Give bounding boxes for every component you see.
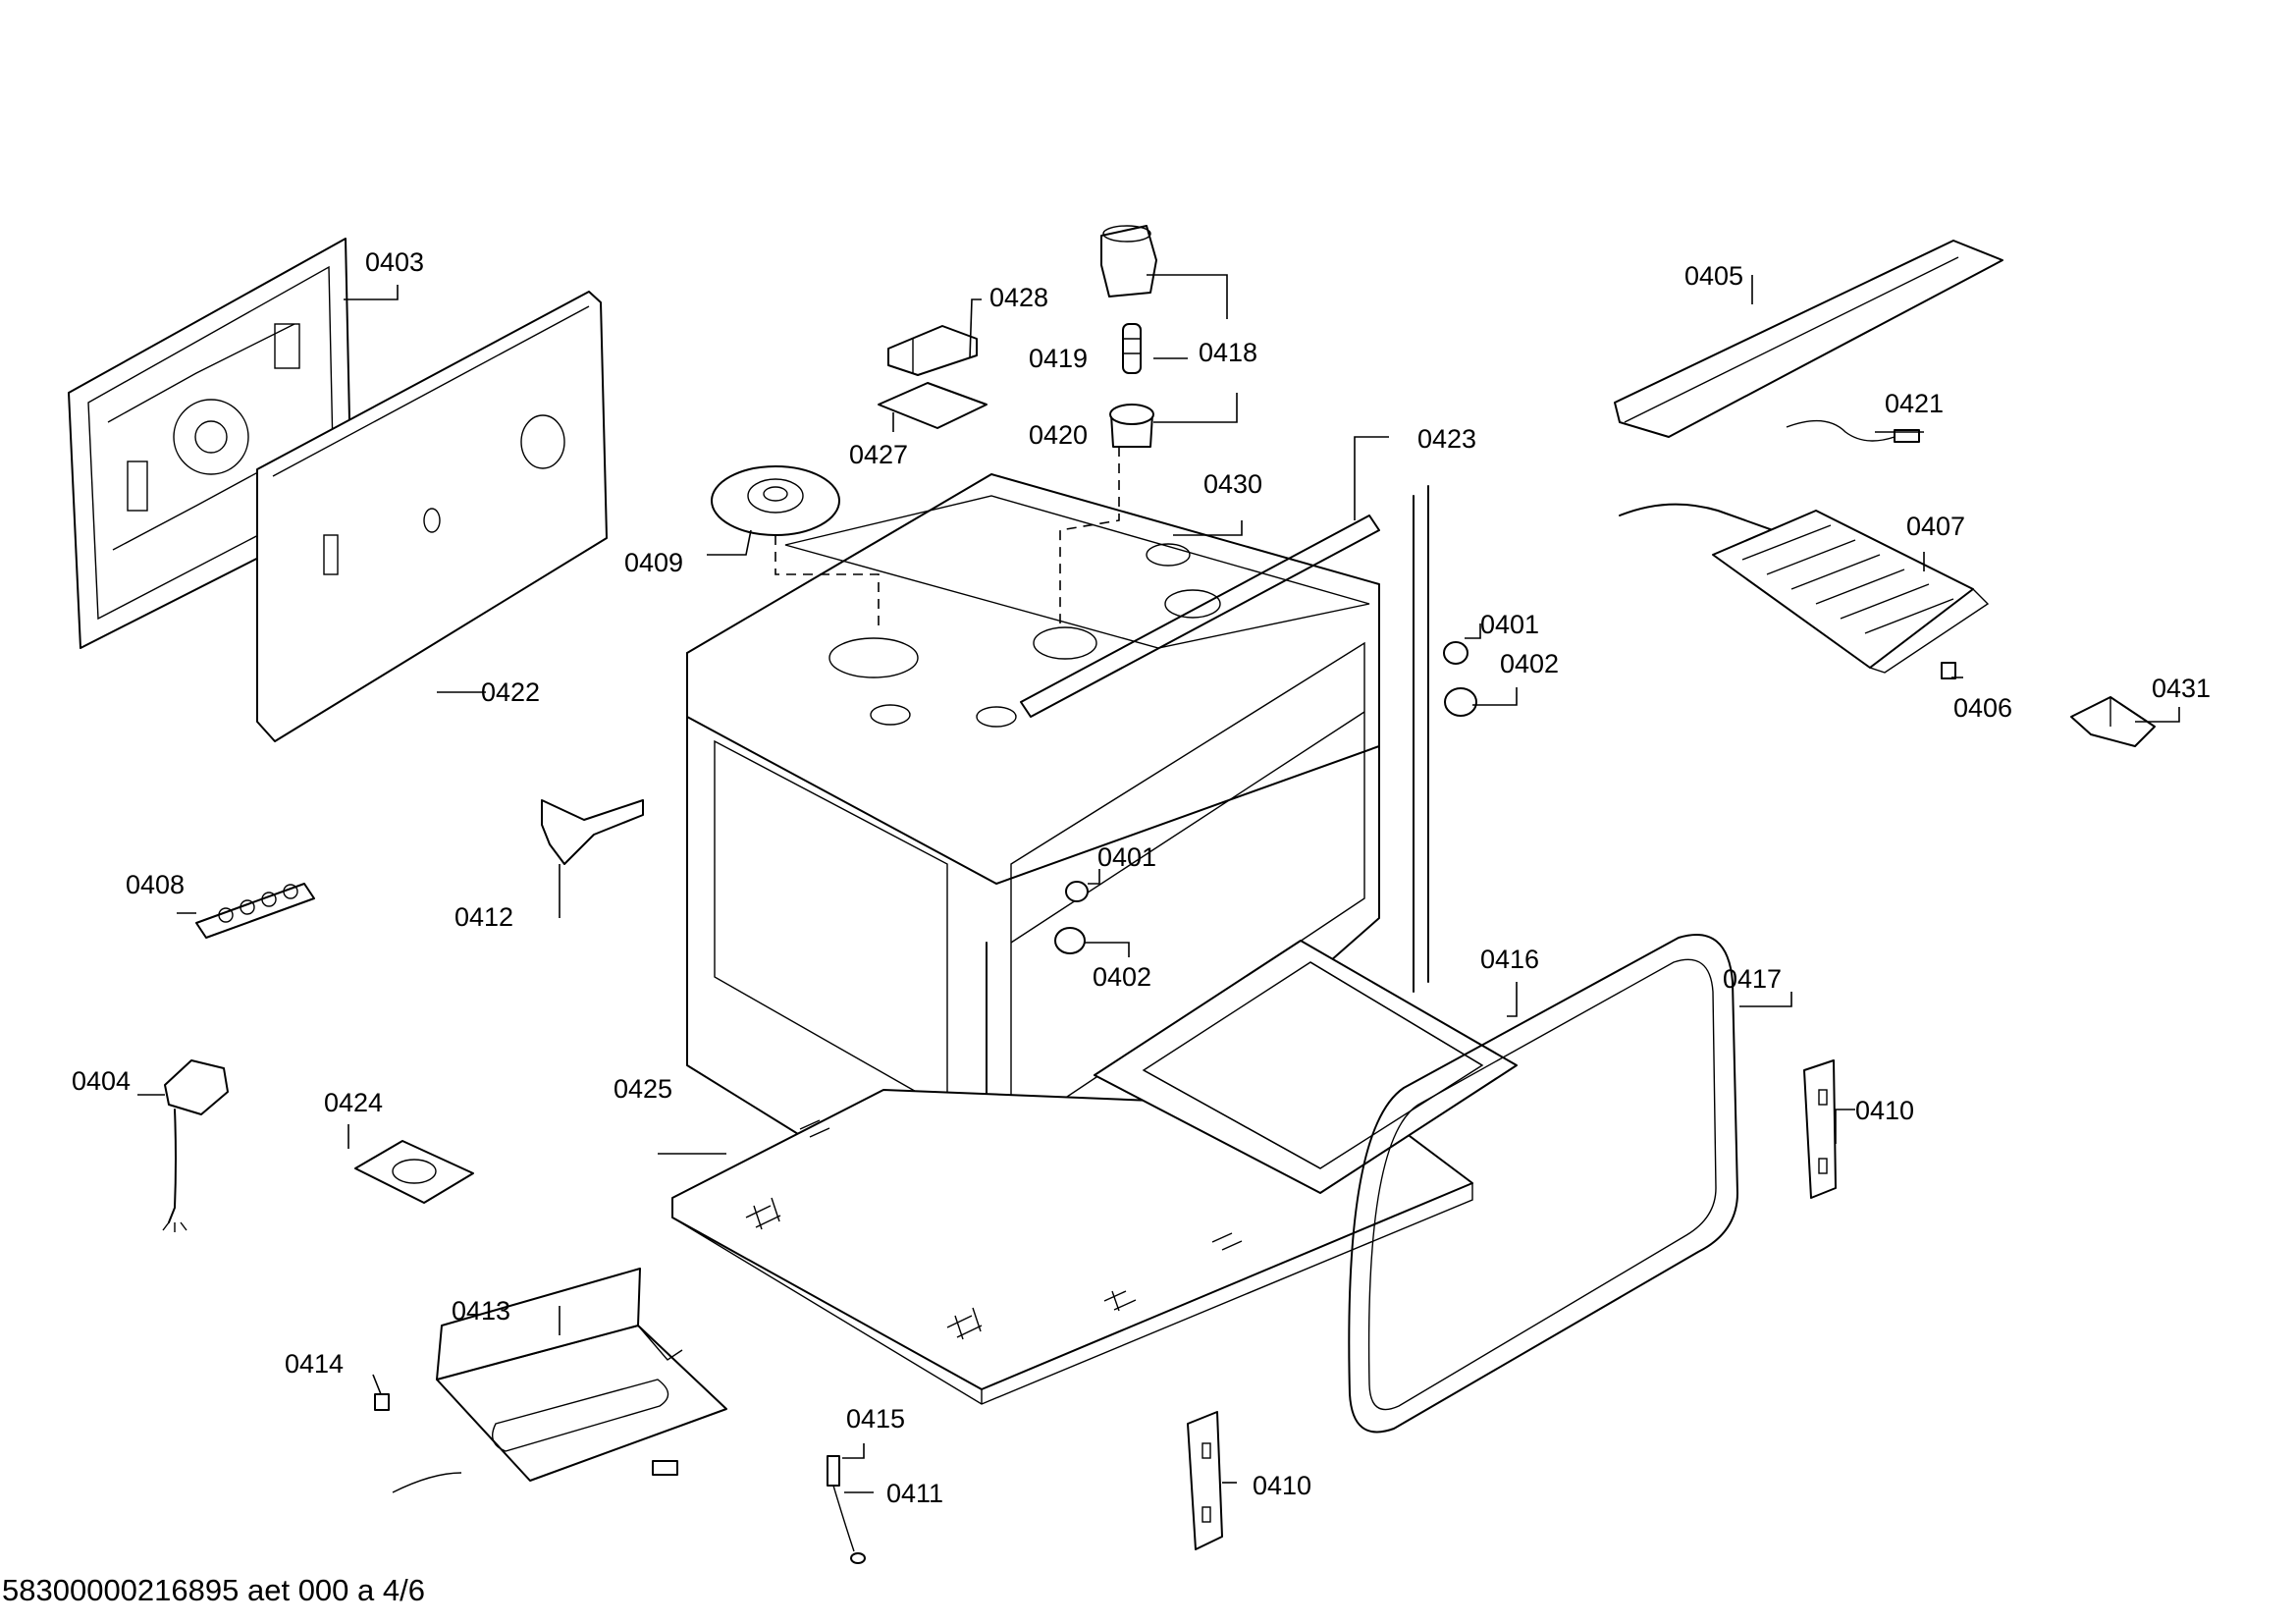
part-0402-lower-knob <box>1054 927 1086 954</box>
label-0411: 0411 <box>886 1479 943 1508</box>
label-0401-lower: 0401 <box>1097 842 1156 872</box>
label-0431: 0431 <box>2152 674 2211 703</box>
part-0410-upper-hinge <box>1803 1059 1837 1199</box>
part-0428-switch <box>887 325 978 376</box>
part-0421-sensor <box>1786 419 1920 443</box>
label-0402-upper: 0402 <box>1500 649 1559 678</box>
label-0418: 0418 <box>1199 338 1257 367</box>
label-0410-lower: 0410 <box>1253 1471 1311 1500</box>
label-0420: 0420 <box>1029 420 1088 450</box>
label-0404: 0404 <box>72 1066 131 1096</box>
label-0423: 0423 <box>1417 424 1476 454</box>
part-0427-bracket <box>878 382 988 429</box>
part-0413-element-housing <box>392 1268 727 1493</box>
label-0430: 0430 <box>1203 469 1262 499</box>
dashed-assembly-line <box>1059 447 1120 623</box>
part-0409-fan-cover <box>711 465 840 536</box>
part-0410-lower-hinge <box>1187 1411 1223 1550</box>
label-0409: 0409 <box>624 548 683 577</box>
label-0402-lower: 0402 <box>1093 962 1151 992</box>
part-0401-lower-bushing <box>1065 881 1089 902</box>
part-0401-upper-bushing <box>1443 641 1468 665</box>
dashed-assembly-line <box>774 535 880 628</box>
label-0425: 0425 <box>614 1074 672 1104</box>
part-0408-terminal-block <box>195 883 315 939</box>
part-0417-door-seal <box>1348 934 1738 1434</box>
leader-lines <box>137 274 2180 1493</box>
label-0428: 0428 <box>989 283 1048 312</box>
part-0423-frame-rail <box>1020 485 1429 993</box>
part-0419-bulb <box>1122 323 1142 374</box>
label-0416: 0416 <box>1480 945 1539 974</box>
part-0418-lamp-cap <box>1100 225 1157 298</box>
drawing-number: 58300000216895 aet 000 a 4/6 <box>2 1573 425 1607</box>
label-0408: 0408 <box>126 870 185 899</box>
label-0407: 0407 <box>1906 512 1965 541</box>
label-0403: 0403 <box>365 247 424 277</box>
part-0405-top-cover <box>1614 240 2003 438</box>
label-0417: 0417 <box>1723 964 1782 994</box>
part-0422-insulation-panel <box>256 291 608 742</box>
part-0415-sensor <box>827 1455 866 1564</box>
part-0414-nut <box>374 1393 390 1411</box>
label-0419: 0419 <box>1029 344 1088 373</box>
label-0414: 0414 <box>285 1349 344 1379</box>
label-0415: 0415 <box>846 1404 905 1434</box>
label-0413: 0413 <box>452 1296 510 1326</box>
label-0412: 0412 <box>454 902 513 932</box>
part-0404-mains-plug <box>162 1059 229 1232</box>
label-0427: 0427 <box>849 440 908 469</box>
label-0410-upper: 0410 <box>1855 1096 1914 1125</box>
part-0416-drip-tray <box>1094 940 1518 1194</box>
label-0406: 0406 <box>1953 693 2012 723</box>
part-0420-lamp-socket <box>1109 404 1154 448</box>
part-0424-gasket <box>354 1140 474 1204</box>
part-0402-upper-knob <box>1444 687 1477 717</box>
part-0431-bracket <box>2070 696 2156 747</box>
part-0406-clip <box>1941 662 1956 679</box>
label-0422: 0422 <box>481 677 540 707</box>
label-0405: 0405 <box>1684 261 1743 291</box>
label-0424: 0424 <box>324 1088 383 1117</box>
part-0407-grill-element <box>1619 503 1990 674</box>
label-0421: 0421 <box>1885 389 1944 418</box>
label-0401-upper: 0401 <box>1480 610 1539 639</box>
part-0412-catch <box>541 799 644 865</box>
